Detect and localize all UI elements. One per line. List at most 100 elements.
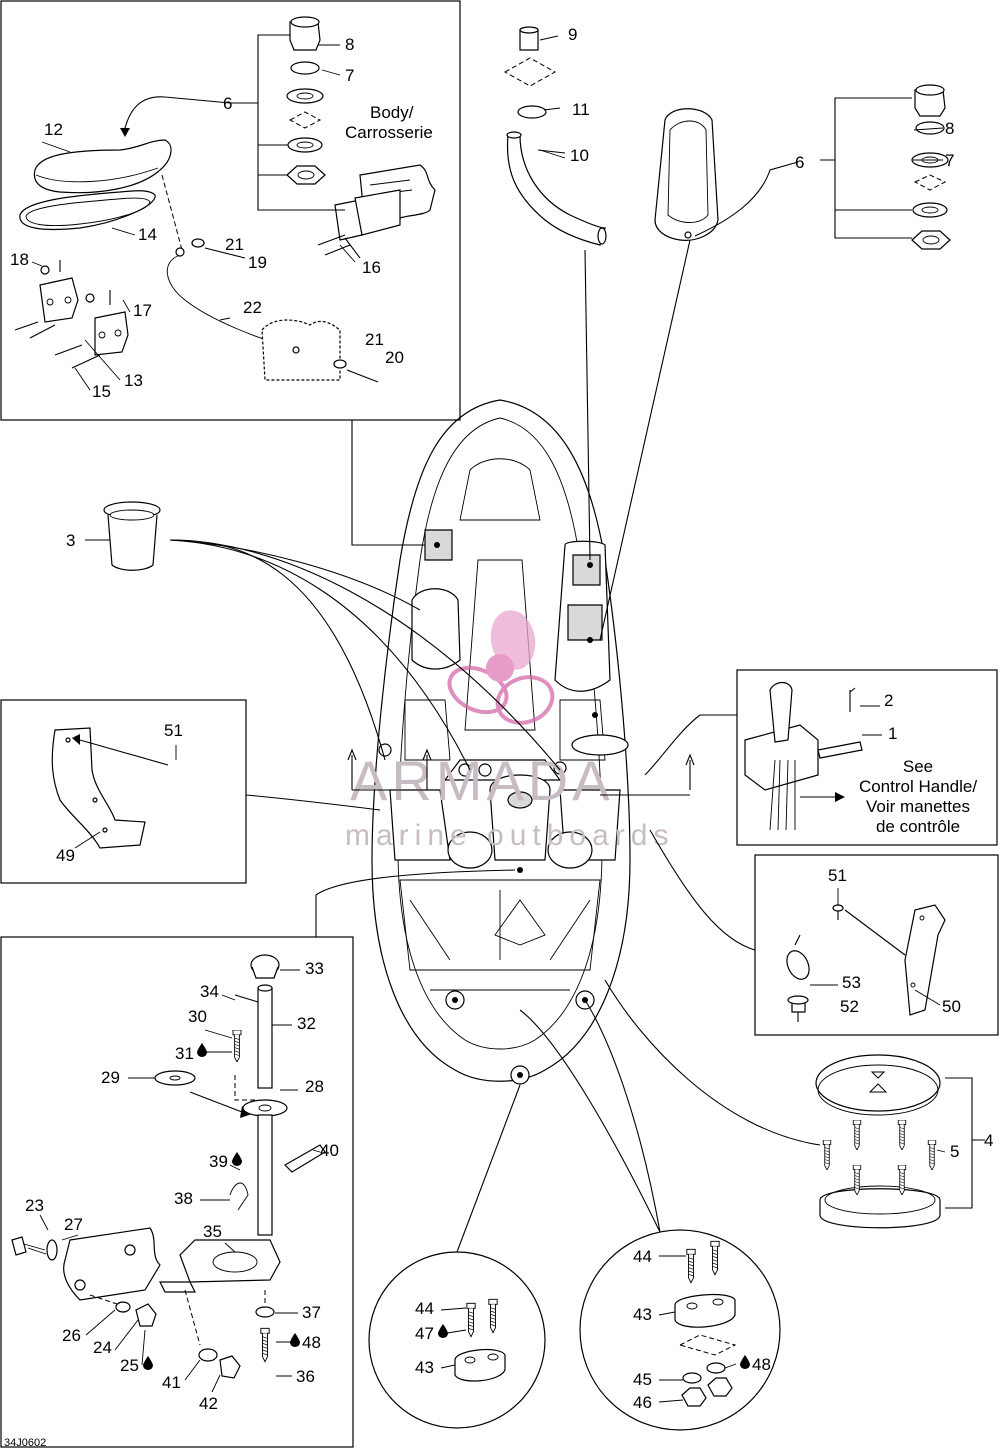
drop-icon (232, 1152, 242, 1166)
callout-1: 1 (888, 724, 897, 743)
callout-46: 46 (633, 1393, 652, 1412)
filler-assembly (503, 26, 607, 561)
callout-18: 18 (10, 250, 29, 269)
mount-stack-right (820, 84, 951, 250)
callout-35: 35 (203, 1222, 222, 1241)
hatch-ring (604, 979, 985, 1229)
callout-50: 50 (942, 997, 961, 1016)
callout-51: 51 (828, 866, 847, 885)
callout-42: 42 (199, 1394, 218, 1413)
callout-10: 10 (570, 146, 589, 165)
callout-labels: 8 7 6 12 14 21 19 16 18 17 22 21 20 13 1… (10, 25, 993, 1413)
drop-icon (438, 1324, 448, 1338)
callout-9: 9 (568, 25, 577, 44)
drop-icon (143, 1356, 153, 1370)
steering-column (11, 954, 326, 1379)
leader-box-to-hull (351, 420, 425, 546)
callout-33: 33 (305, 959, 324, 978)
seal-left (454, 1084, 521, 1382)
callout-2: 2 (884, 691, 893, 710)
callout-11: 11 (572, 100, 590, 119)
callout-21: 21 (225, 235, 244, 254)
note-body-line1: Body/ (370, 103, 414, 122)
seat-detail-box (0, 0, 461, 421)
drawing-code: 34J0602 (4, 1437, 46, 1449)
callout-23: 23 (25, 1196, 44, 1215)
callout-24: 24 (93, 1338, 112, 1357)
callout-17: 17 (133, 301, 152, 320)
drop-icon (290, 1333, 300, 1347)
callout-16: 16 (362, 258, 381, 277)
seal-detail-circle-right (579, 1229, 781, 1431)
callout-41: 41 (162, 1373, 181, 1392)
callout-leaders (31, 35, 946, 1403)
note-see-line3: Voir manettes (866, 797, 970, 816)
drop-icon (740, 1355, 750, 1369)
callout-21: 21 (365, 330, 384, 349)
callout-43: 43 (633, 1305, 652, 1324)
callout-3: 3 (66, 531, 75, 550)
callout-15: 15 (92, 382, 111, 401)
cup-holder (85, 501, 561, 771)
bracket-50-box (754, 854, 999, 1036)
lubricant-drop-icons (143, 1043, 750, 1370)
callout-45: 45 (633, 1370, 652, 1389)
callout-22: 22 (243, 298, 262, 317)
callout-6: 6 (223, 94, 232, 113)
callout-5: 5 (950, 1142, 959, 1161)
body-bracket (317, 164, 436, 259)
callout-28: 28 (305, 1077, 324, 1096)
callout-44: 44 (415, 1299, 434, 1318)
callout-25: 25 (120, 1356, 139, 1375)
callout-40: 40 (320, 1141, 339, 1160)
leader-6-seat (124, 96, 231, 129)
callout-38: 38 (174, 1189, 193, 1208)
watermark-brand: ARMADA (350, 749, 614, 812)
note-see-line4: de contrôle (876, 817, 960, 836)
callout-52: 52 (840, 997, 859, 1016)
bracket-49 (51, 727, 381, 849)
hull-arrows (347, 748, 695, 796)
leader-column-to-hull (315, 869, 516, 937)
callout-37: 37 (302, 1303, 321, 1322)
control-handle-box (736, 669, 998, 846)
callout-8: 8 (345, 35, 354, 54)
bracket-50 (649, 829, 946, 1022)
throttle-lever (644, 681, 863, 831)
seal-detail-circle-left (368, 1251, 546, 1429)
mount-stack-left (230, 16, 345, 211)
callout-48: 48 (302, 1333, 321, 1352)
callout-34: 34 (200, 982, 219, 1001)
callout-30: 30 (188, 1007, 207, 1026)
callout-51: 51 (164, 721, 183, 740)
callout-8: 8 (945, 119, 954, 138)
hull-outline (371, 399, 631, 1085)
callout-12: 12 (44, 120, 63, 139)
storage-cover (599, 108, 799, 641)
drop-icon (197, 1043, 207, 1057)
callout-4: 4 (984, 1131, 993, 1150)
callout-43: 43 (415, 1358, 434, 1377)
callout-44: 44 (633, 1247, 652, 1266)
callout-7: 7 (345, 66, 354, 85)
callout-26: 26 (62, 1326, 81, 1345)
callout-31: 31 (175, 1044, 194, 1063)
callout-32: 32 (297, 1014, 316, 1033)
callout-19: 19 (248, 253, 267, 272)
steering-column-box (0, 936, 354, 1448)
callout-49: 49 (56, 846, 75, 865)
callout-27: 27 (64, 1215, 83, 1234)
bracket-49-box (0, 699, 247, 884)
armada-watermark: ARMADA marine outboards (345, 610, 668, 852)
callout-48: 48 (752, 1355, 771, 1374)
propeller-logo (447, 610, 555, 725)
seat-assembly (14, 139, 379, 383)
callout-14: 14 (138, 225, 157, 244)
callout-29: 29 (101, 1068, 120, 1087)
callout-36: 36 (296, 1367, 315, 1386)
callout-47: 47 (415, 1324, 434, 1343)
note-body-line2: Carrosserie (345, 123, 433, 142)
seal-right (519, 999, 737, 1407)
